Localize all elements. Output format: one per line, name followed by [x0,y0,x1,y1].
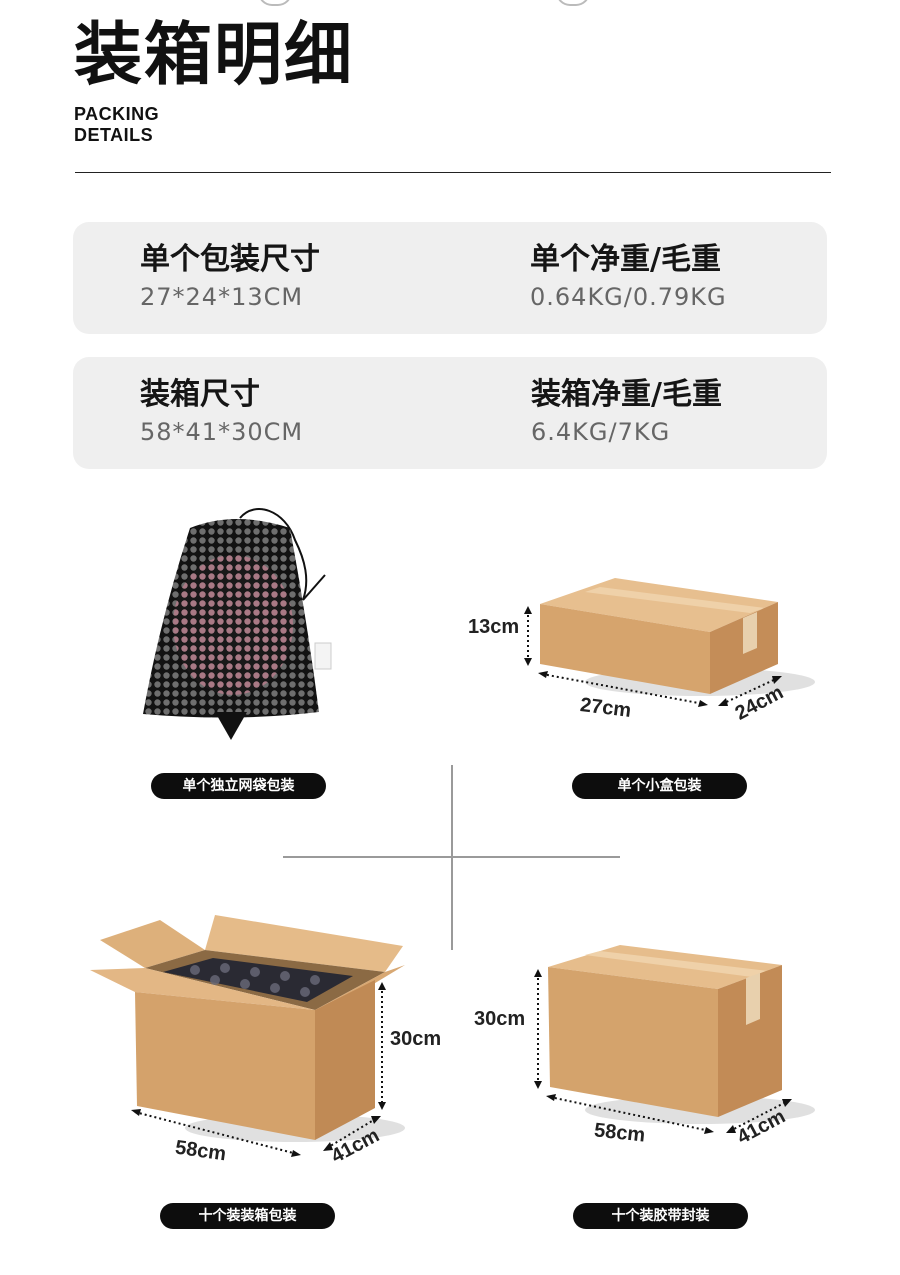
top-decoration-right [556,0,590,6]
subtitle-line-2: DETAILS [74,125,154,145]
carton-size-group: 装箱尺寸 58*41*30CM [140,375,303,449]
single-size-value: 27*24*13CM [140,283,304,311]
small-box-caption: 单个小盒包装 [572,773,747,799]
carton-size-value: 58*41*30CM [140,418,304,446]
top-decoration-left [258,0,292,6]
open-carton-caption: 十个装装箱包装 [160,1203,335,1229]
carton-weight-group: 装箱净重/毛重 6.4KG/7KG [531,375,722,449]
small-box-image [524,578,815,707]
single-size-label: 单个包装尺寸 [140,242,320,277]
open-carton-image [90,915,405,1157]
carton-weight-value: 6.4KG/7KG [531,418,671,446]
carton-weight-label: 装箱净重/毛重 [531,377,722,412]
sealed-carton-height-label: 30cm [474,1008,526,1030]
single-package-card: 单个包装尺寸 27*24*13CM 单个净重/毛重 0.64KG/0.79KG [73,222,827,334]
small-box-height-label: 13cm [468,616,520,638]
sealed-carton-caption: 十个装胶带封装 [573,1203,748,1229]
sealed-carton-image [534,945,815,1134]
single-size-group: 单个包装尺寸 27*24*13CM [140,240,320,314]
center-horizontal-divider [283,856,620,858]
mesh-bag-image [143,508,332,740]
single-weight-label: 单个净重/毛重 [530,242,721,277]
open-carton-height-label: 30cm [390,1028,442,1050]
carton-card: 装箱尺寸 58*41*30CM 装箱净重/毛重 6.4KG/7KG [73,357,827,469]
carton-size-label: 装箱尺寸 [140,377,260,412]
mesh-bag-caption: 单个独立网袋包装 [151,773,326,799]
header-divider [75,172,831,173]
page-title: 装箱明细 [74,16,355,95]
subtitle-line-1: PACKING [74,104,160,124]
single-weight-value: 0.64KG/0.79KG [530,283,727,311]
page-subtitle: PACKING DETAILS [74,104,274,146]
single-weight-group: 单个净重/毛重 0.64KG/0.79KG [530,240,727,314]
